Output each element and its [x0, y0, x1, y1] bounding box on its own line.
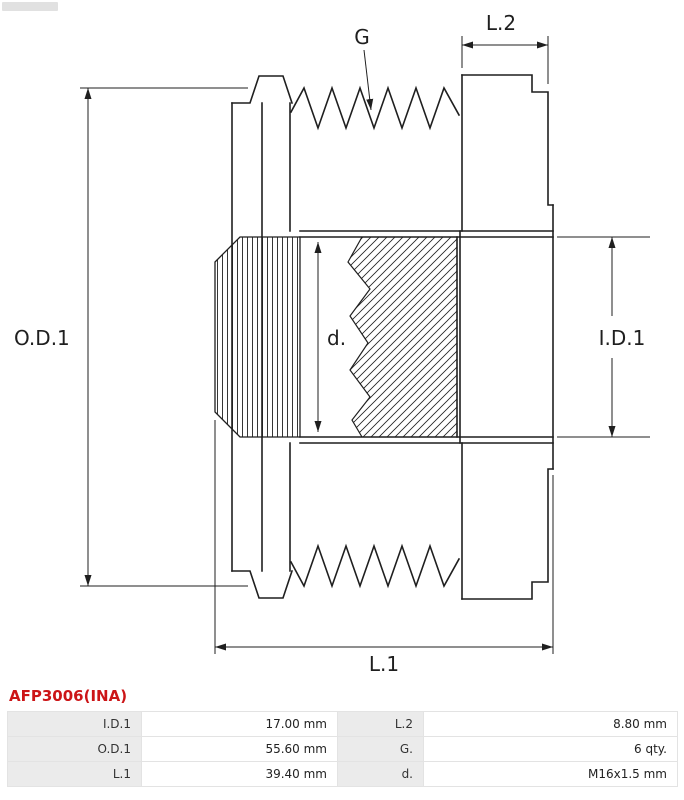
- groove-profile-bottom: [289, 543, 461, 589]
- groove-leader: [363, 49, 374, 111]
- table-row: I.D.1 17.00 mm L.2 8.80 mm: [7, 711, 678, 737]
- dimension-l1: [214, 420, 554, 654]
- spec-value: 39.40 mm: [141, 761, 338, 787]
- watermark: [2, 2, 58, 11]
- technical-drawing: O.D.1 I.D.1 L.1 L.2 G d.: [14, 11, 650, 676]
- spec-label: G.: [337, 736, 424, 762]
- spec-value: 6 qty.: [423, 736, 678, 762]
- table-row: L.1 39.40 mm d. M16x1.5 mm: [7, 761, 678, 787]
- dimension-od1: [80, 87, 248, 587]
- thread-break-line: [347, 236, 371, 438]
- spec-table: I.D.1 17.00 mm L.2 8.80 mm O.D.1 55.60 m…: [7, 711, 678, 787]
- groove-profile-top: [289, 85, 461, 131]
- dimension-l2: [461, 36, 549, 84]
- spec-label: I.D.1: [7, 711, 142, 737]
- spec-value: 17.00 mm: [141, 711, 338, 737]
- thread-label: d.: [327, 326, 346, 350]
- spec-label: L.1: [7, 761, 142, 787]
- thread-hatch-region: [348, 237, 457, 437]
- table-row: O.D.1 55.60 mm G. 6 qty.: [7, 736, 678, 762]
- od1-label: O.D.1: [14, 326, 70, 350]
- spec-value: 8.80 mm: [423, 711, 678, 737]
- part-number[interactable]: AFP3006(INA): [9, 687, 128, 705]
- spec-value: M16x1.5 mm: [423, 761, 678, 787]
- groove-label: G: [354, 25, 370, 49]
- pulley-outline: [231, 74, 554, 600]
- spec-value: 55.60 mm: [141, 736, 338, 762]
- clutch-hatch-region: [214, 236, 301, 438]
- spec-label: O.D.1: [7, 736, 142, 762]
- dimension-labels: O.D.1 I.D.1 L.1 L.2 G d.: [14, 11, 645, 676]
- spec-label: d.: [337, 761, 424, 787]
- id1-label: I.D.1: [599, 326, 646, 350]
- l2-label: L.2: [486, 11, 516, 35]
- l1-label: L.1: [369, 652, 399, 676]
- spec-label: L.2: [337, 711, 424, 737]
- dimension-id1: [557, 236, 650, 438]
- dimensions: [80, 36, 650, 654]
